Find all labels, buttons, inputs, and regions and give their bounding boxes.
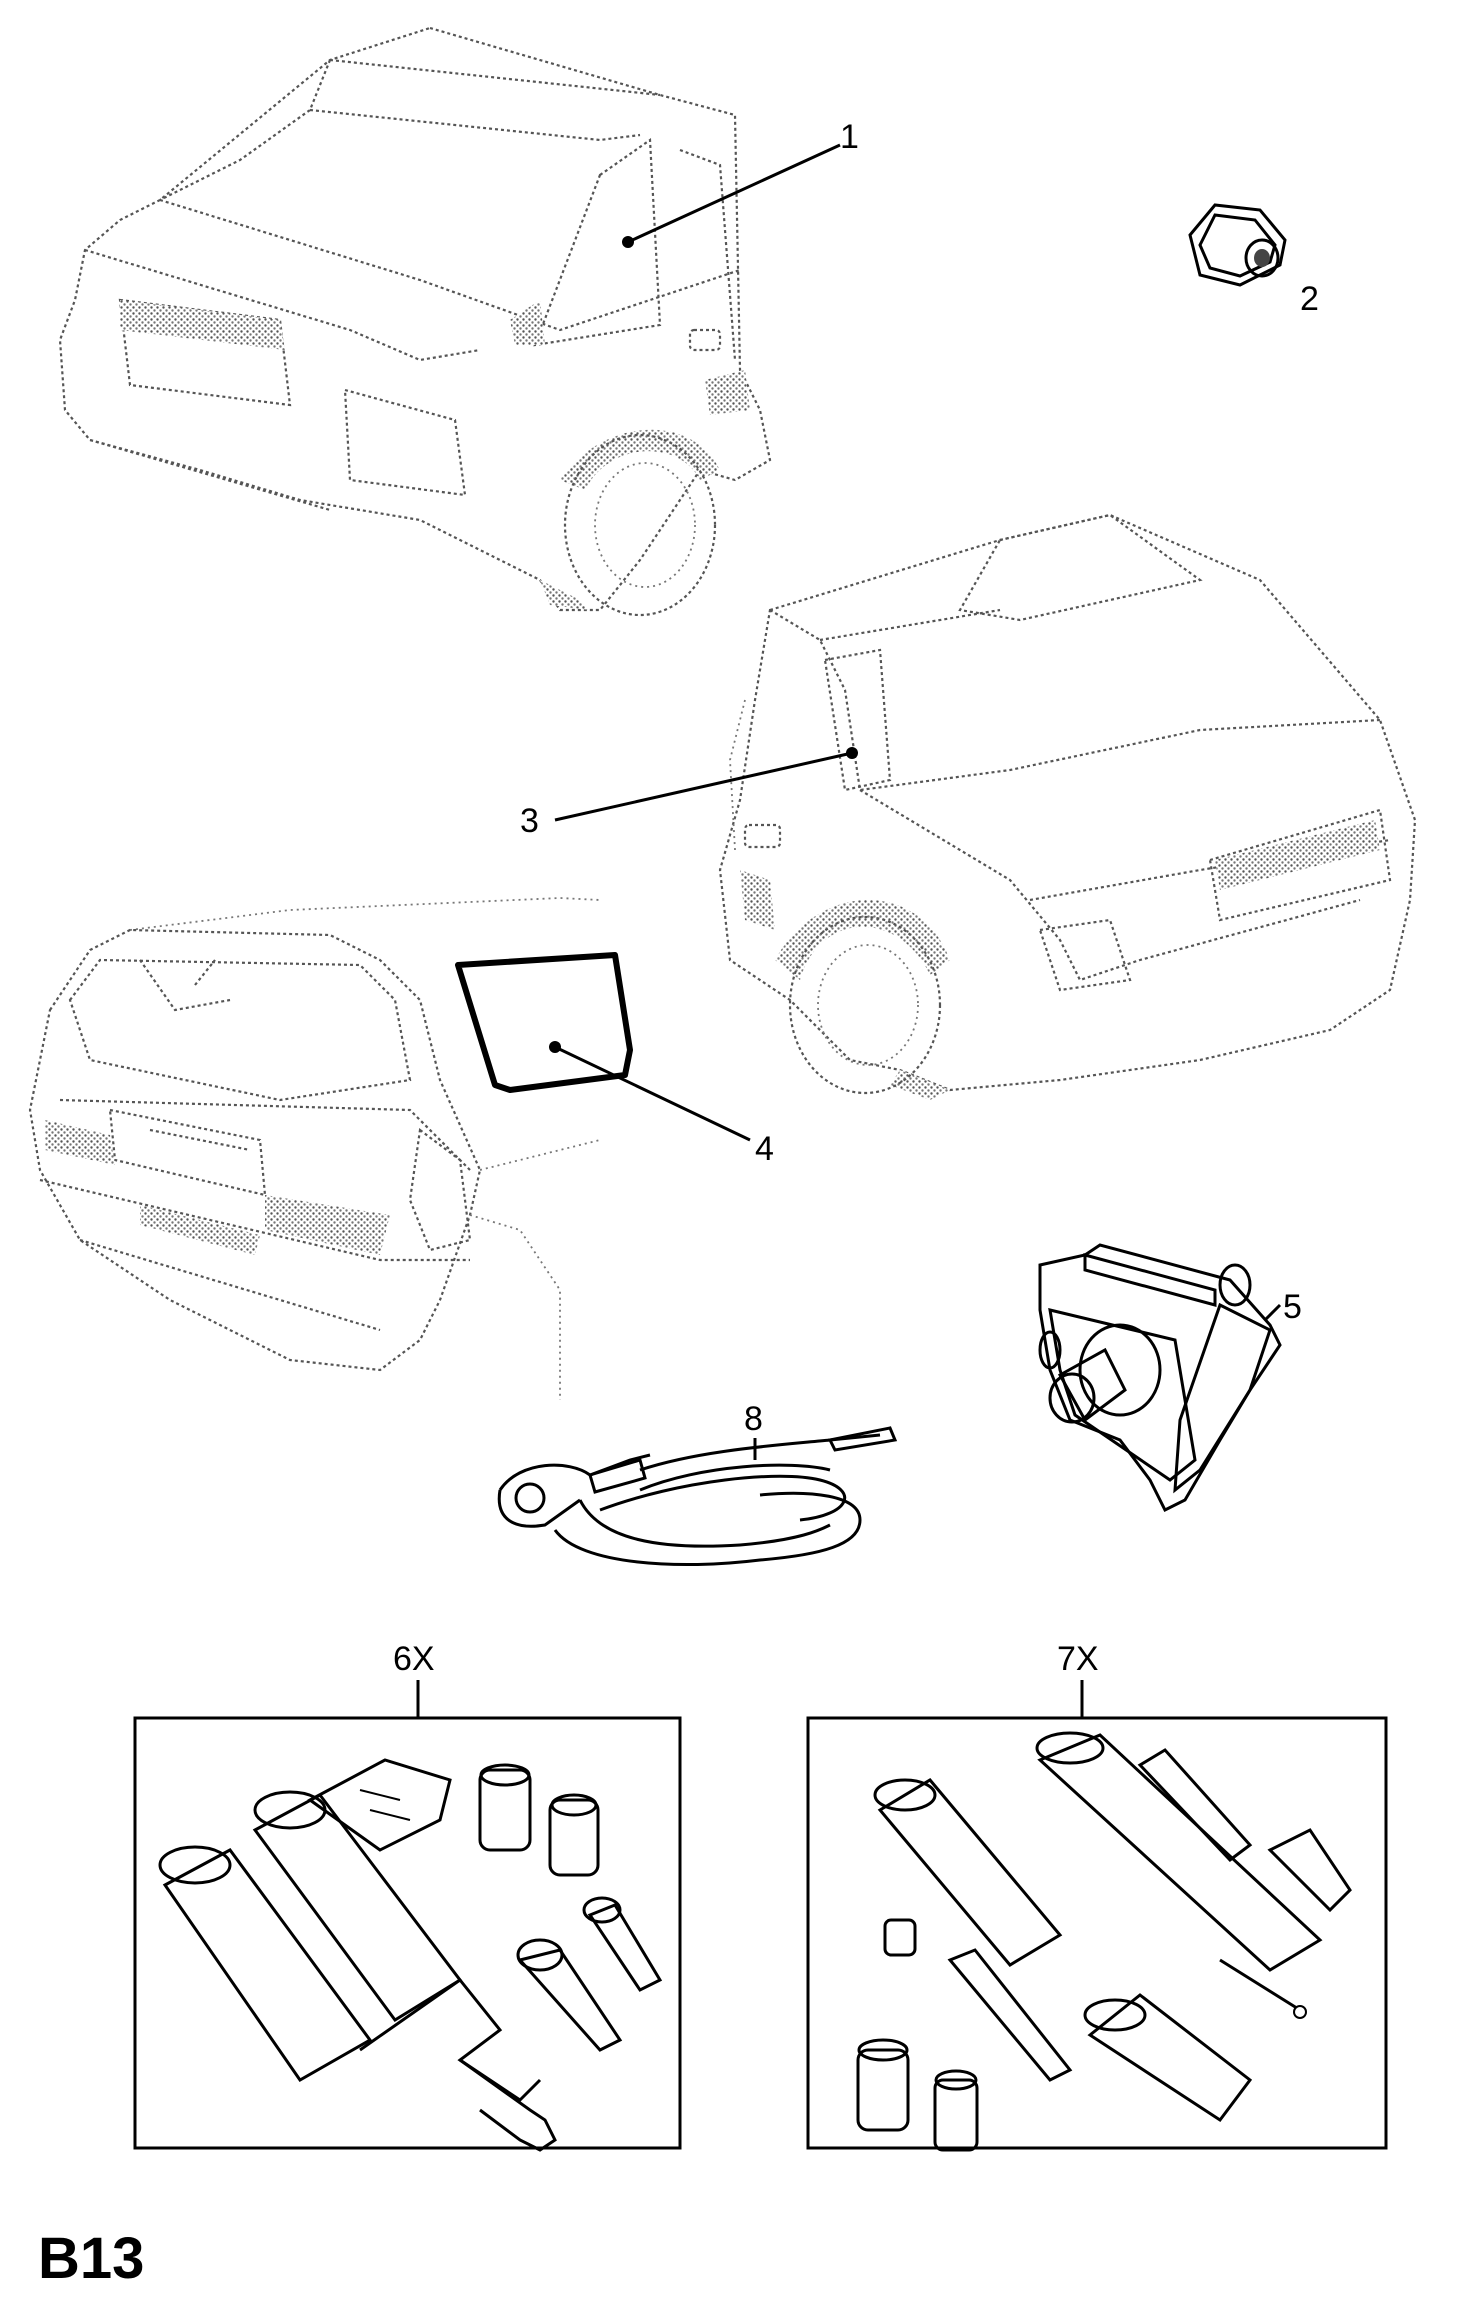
callout-4: 4 [755,1130,774,1168]
estate-car-illustration [28,897,601,1400]
leader-lines [554,143,1282,1460]
kit-6x-panel [133,1680,682,2152]
cable-illustration [497,1426,898,1567]
callout-2: 2 [1300,280,1319,318]
callout-1: 1 [840,118,859,156]
estate-side-window-outline [455,952,633,1093]
callout-8: 8 [744,1400,763,1438]
callout-7x: 7X [1057,1640,1099,1678]
clip-illustration [1038,1243,1282,1513]
callout-3: 3 [520,802,539,840]
hatchback-car-illustration [58,26,772,617]
saloon-car-illustration [718,513,1417,1100]
nut-illustration [1188,203,1287,287]
kit-7x-panel [806,1680,1388,2152]
callout-5: 5 [1283,1288,1302,1326]
page-code: B13 [38,2226,145,2291]
callout-6x: 6X [393,1640,435,1678]
